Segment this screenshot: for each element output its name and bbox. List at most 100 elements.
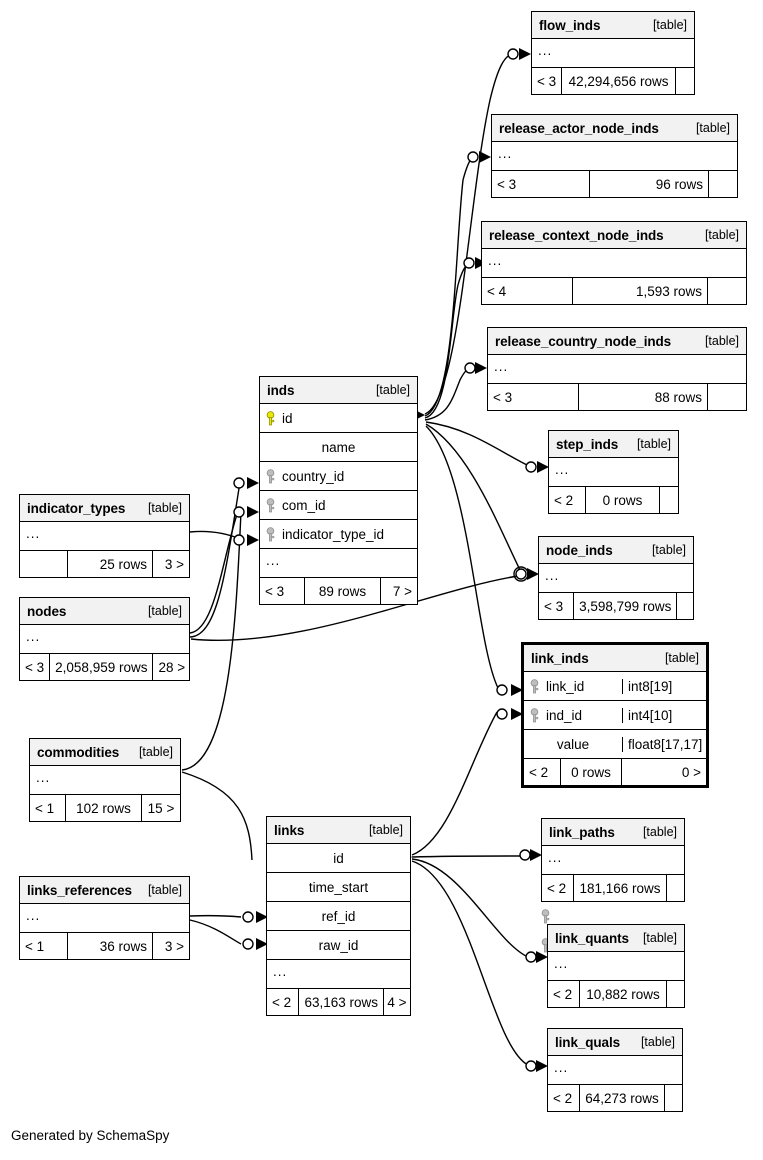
table-inds[interactable]: inds [table] id name country_id: [259, 376, 418, 605]
table-release-context-node-inds[interactable]: release_context_node_inds [table] ... < …: [481, 221, 747, 305]
table-collapsed-columns: ...: [548, 1056, 682, 1085]
table-column-row[interactable]: id: [267, 844, 550, 873]
table-column-row[interactable]: id: [260, 404, 417, 433]
footer-children: [708, 278, 746, 304]
table-nodes[interactable]: nodes [table] ... < 3 2,058,959 rows 28 …: [19, 597, 190, 681]
table-column-row[interactable]: link_id int8[19]: [524, 672, 706, 701]
table-column-row[interactable]: value float8[17,17]: [524, 730, 706, 759]
column-type: float8[17,17]: [622, 736, 706, 752]
column-name-cell: raw_id: [267, 937, 550, 953]
table-footer: < 3 3,598,799 rows: [539, 593, 693, 619]
table-name: link_quants: [555, 930, 629, 946]
table-indicator-types[interactable]: indicator_types [table] ... 25 rows 3 >: [19, 494, 190, 578]
table-collapsed-columns: ...: [532, 39, 694, 68]
table-name: step_inds: [556, 436, 619, 452]
column-name: country_id: [282, 468, 345, 484]
footer-rowcount: 0 rows: [585, 487, 660, 513]
footer-children: [665, 1085, 682, 1111]
table-header: release_context_node_inds [table]: [482, 222, 746, 249]
footer-children: [660, 487, 678, 513]
column-name: raw_id: [318, 937, 359, 953]
footer-parents: [20, 551, 67, 577]
table-header: links [table]: [267, 817, 410, 844]
footer-parents: < 3: [493, 389, 513, 405]
table-node-inds[interactable]: node_inds [table] ... < 3 3,598,799 rows: [538, 536, 694, 620]
table-footer: < 2 64,273 rows: [548, 1085, 682, 1111]
column-name-cell: value: [524, 737, 622, 752]
column-name-cell: link_id: [524, 679, 622, 694]
table-name: link_quals: [555, 1034, 621, 1050]
table-commodities[interactable]: commodities [table] ... < 1 102 rows 15 …: [29, 738, 181, 822]
table-release-actor-node-inds[interactable]: release_actor_node_inds [table] ... < 3 …: [491, 114, 738, 198]
footer-rowcount: 63,163 rows: [298, 989, 384, 1015]
table-header: release_actor_node_inds [table]: [492, 115, 737, 142]
table-name: links: [274, 822, 305, 838]
table-name: link_paths: [549, 824, 615, 840]
footer-rowcount: 3,598,799 rows: [573, 593, 678, 619]
table-name: release_country_node_inds: [495, 333, 672, 349]
footer-parents: < 1: [25, 938, 45, 954]
table-link-paths[interactable]: link_paths [table] ... < 2 181,166 rows: [541, 818, 685, 902]
table-footer: < 1 102 rows 15 >: [30, 795, 180, 821]
table-column-row[interactable]: ref_id: [267, 902, 550, 931]
table-link-quants[interactable]: link_quants [table] ... < 2 10,882 rows: [547, 924, 685, 1008]
column-name: name: [321, 439, 356, 455]
table-collapsed-columns: ...: [542, 846, 684, 875]
table-header: link_paths [table]: [542, 819, 684, 846]
footer-rowcount: 96 rows: [589, 171, 709, 197]
table-name: flow_inds: [539, 17, 601, 33]
table-type-tag: [table]: [695, 121, 730, 135]
table-links[interactable]: links [table] id time_start ref_id: [266, 816, 550, 1016]
table-header: release_country_node_inds [table]: [488, 328, 746, 355]
table-footer: < 1 36 rows 3 >: [20, 933, 189, 959]
column-name: ind_id: [546, 707, 583, 723]
footer-parents: < 3: [497, 176, 517, 192]
table-name: nodes: [27, 603, 67, 619]
table-column-row[interactable]: ind_id int4[10]: [524, 701, 706, 730]
column-name-cell: id: [267, 851, 550, 866]
column-name: ref_id: [321, 908, 356, 924]
foreign-key-icon: [539, 908, 552, 924]
table-header: inds [table]: [260, 377, 417, 404]
table-type-tag: [table]: [651, 543, 686, 557]
footer-rowcount: 25 rows: [67, 551, 153, 577]
table-name: release_actor_node_inds: [499, 120, 659, 136]
table-column-row[interactable]: indicator_type_id: [260, 520, 417, 549]
column-type: int4[10]: [622, 707, 706, 723]
table-footer: < 3 88 rows: [488, 384, 746, 410]
table-column-row[interactable]: raw_id: [267, 931, 550, 960]
table-link-quals[interactable]: link_quals [table] ... < 2 64,273 rows: [547, 1028, 683, 1112]
footer-children: [676, 68, 694, 94]
footer-children: 4 >: [387, 994, 407, 1010]
table-type-tag: [table]: [652, 18, 687, 32]
table-link-inds[interactable]: link_inds [table] link_id int8[19] ind_i…: [521, 642, 709, 788]
table-release-country-node-inds[interactable]: release_country_node_inds [table] ... < …: [487, 327, 747, 411]
table-type-tag: [table]: [138, 745, 173, 759]
table-column-row[interactable]: com_id: [260, 491, 417, 520]
table-column-row[interactable]: country_id: [260, 462, 417, 491]
footer-rowcount: 42,294,656 rows: [561, 68, 676, 94]
table-name: commodities: [37, 744, 120, 760]
column-name-cell: id: [260, 411, 417, 426]
table-flow-inds[interactable]: flow_inds [table] ... < 3 42,294,656 row…: [531, 11, 695, 95]
table-column-row[interactable]: time_start: [267, 873, 410, 902]
table-footer: < 3 42,294,656 rows: [532, 68, 694, 94]
table-collapsed-columns: ...: [548, 952, 684, 981]
column-name: value: [556, 736, 590, 752]
table-footer: < 4 1,593 rows: [482, 278, 746, 304]
footer-children: 15 >: [147, 800, 175, 816]
table-step-inds[interactable]: step_inds [table] ... < 2 0 rows: [548, 430, 679, 514]
table-collapsed-columns: ...: [539, 564, 693, 593]
table-footer: < 2 181,166 rows: [542, 875, 684, 901]
footer-parents: < 3: [537, 73, 557, 89]
table-type-tag: [table]: [375, 383, 410, 397]
table-links-references[interactable]: links_references [table] ... < 1 36 rows…: [19, 876, 190, 960]
footer-rowcount: 64,273 rows: [579, 1085, 665, 1111]
table-column-row[interactable]: name: [260, 433, 417, 462]
table-type-tag: [table]: [147, 883, 182, 897]
column-name: id: [282, 410, 293, 426]
footer-parents: < 2: [554, 492, 574, 508]
column-type: int8[19]: [622, 678, 706, 694]
table-footer: < 3 2,058,959 rows 28 >: [20, 654, 189, 680]
